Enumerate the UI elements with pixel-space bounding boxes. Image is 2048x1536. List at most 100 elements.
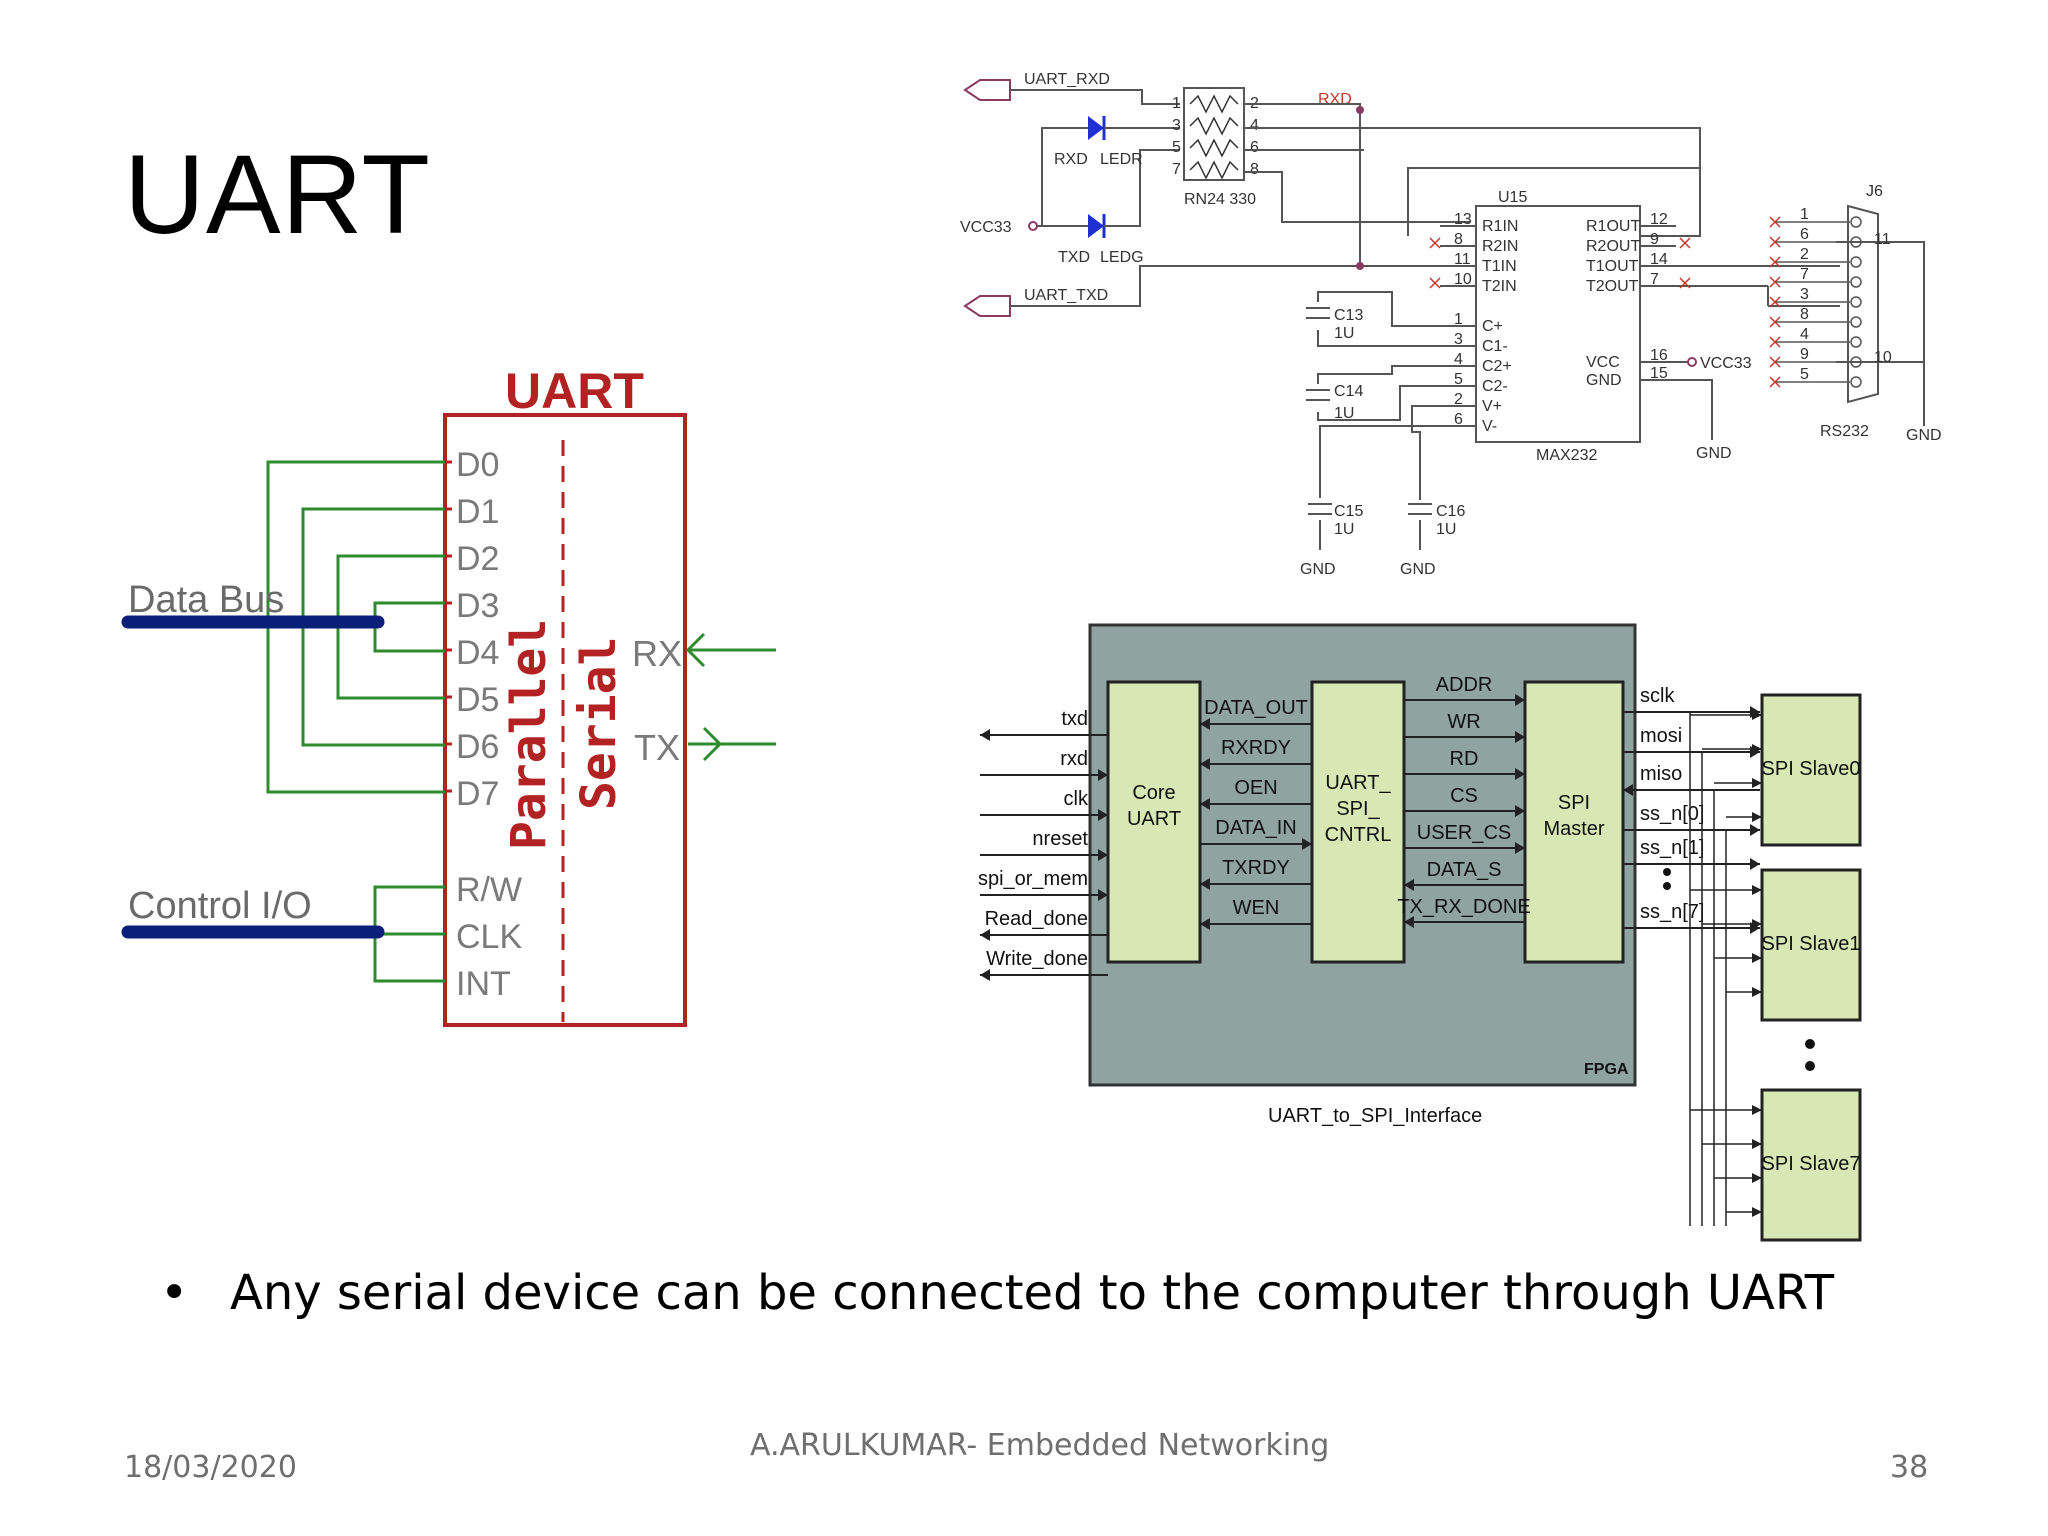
cntrl-master-signal-4: USER_CS xyxy=(1417,822,1511,844)
data-bus-label: Data Bus xyxy=(128,579,284,621)
ic-ref-label: U15 xyxy=(1498,189,1527,206)
conn-pin-num-5: 5 xyxy=(1800,366,1809,383)
uart-ctrl-pin-0: R/W xyxy=(456,871,522,909)
rn-left-pin-3: 3 xyxy=(1172,117,1181,134)
conn-pin-num-7: 7 xyxy=(1800,266,1809,283)
uart-spi-cntrl-block xyxy=(1310,680,1406,964)
c15-ref: C15 xyxy=(1334,503,1363,520)
core-uart-label: Core UART xyxy=(1126,782,1182,830)
ic-right-pin-name-4: VCC xyxy=(1586,354,1620,371)
uart-spi-cntrl-label: UART_ SPI_ CNTRL xyxy=(1324,772,1392,846)
bullet-text: Any serial device can be connected to th… xyxy=(230,1265,1835,1321)
left-signal-2: clk xyxy=(1064,788,1089,810)
ic-right-pin-num-14: 14 xyxy=(1650,251,1668,268)
uart-block-box xyxy=(443,413,687,1027)
spi-slave-label-2: SPI Slave7 xyxy=(1762,1153,1861,1175)
ic-left-pin-num-11: 11 xyxy=(1454,251,1471,268)
led-red-icon xyxy=(1088,116,1104,140)
spi-signal-4: ss_n[1] xyxy=(1640,837,1704,859)
ic-left-pin-num-10: 10 xyxy=(1454,271,1472,288)
rs232-connector xyxy=(1847,204,1879,404)
max232-schematic: UART_RXD UART_TXD VCC33 RXD LEDR TXD LED… xyxy=(960,71,1942,578)
gnd-label-2: GND xyxy=(1400,561,1436,578)
conn-pin-circle-4 xyxy=(1850,336,1862,348)
core-uart-block xyxy=(1106,680,1202,964)
c15-val: 1U xyxy=(1334,521,1354,538)
spi-slave-block-2 xyxy=(1760,1088,1862,1242)
left-signal-4: spi_or_mem xyxy=(978,868,1088,890)
ellipsis-dots xyxy=(1663,868,1815,1071)
uart-rxd-port xyxy=(963,79,1011,101)
spi-signal-0: sclk xyxy=(1640,685,1675,707)
ic-right-pin-num-15: 15 xyxy=(1650,365,1668,382)
uart-pin-d3: D3 xyxy=(456,587,499,625)
uart-pin-d1: D1 xyxy=(456,493,499,531)
conn-pin-circle-7 xyxy=(1850,276,1862,288)
footer-page-number: 38 xyxy=(1890,1450,1929,1485)
uart-pin-d0: D0 xyxy=(456,446,499,484)
ic-right-pin-name-3: T2OUT xyxy=(1586,278,1639,295)
uart-rxd-label: UART_RXD xyxy=(1024,71,1110,88)
ic-right-pin-name-2: T1OUT xyxy=(1586,258,1639,275)
spi-master-block xyxy=(1523,680,1625,964)
left-signal-3: nreset xyxy=(1032,828,1088,850)
conn-pin-circle-5 xyxy=(1850,376,1862,388)
spi-slave-label-0: SPI Slave0 xyxy=(1762,758,1861,780)
core-cntrl-signal-0: DATA_OUT xyxy=(1204,697,1308,719)
led-r-name: LEDR xyxy=(1100,151,1143,168)
spi-signal-5: ss_n[7] xyxy=(1640,901,1704,923)
ic-right-pin-num-9: 9 xyxy=(1650,231,1659,248)
core-cntrl-signal-3: DATA_IN xyxy=(1215,817,1297,839)
left-signal-6: Write_done xyxy=(986,948,1088,970)
led-g-name: LEDG xyxy=(1100,249,1144,266)
spi-slave-block-0 xyxy=(1760,693,1862,847)
conn-side-pin-11: 11 xyxy=(1874,231,1891,248)
ic-left-pin-name-8: V+ xyxy=(1482,398,1502,415)
ic-right-pin-num-7: 7 xyxy=(1650,271,1659,288)
cntrl-master-signal-5: DATA_S xyxy=(1427,859,1502,881)
uart-pin-d2: D2 xyxy=(456,540,499,578)
conn-pin-circle-3 xyxy=(1850,296,1862,308)
rn-right-pin-8: 8 xyxy=(1250,161,1259,178)
core-cntrl-signal-1: RXRDY xyxy=(1221,737,1291,759)
ic-left-pin-num-13: 13 xyxy=(1454,211,1472,228)
resistor-network xyxy=(1183,87,1245,181)
ic-left-pin-name-4: C+ xyxy=(1482,318,1503,335)
vcc33-right-label: VCC33 xyxy=(1700,355,1752,372)
c16-ref: C16 xyxy=(1436,503,1465,520)
cntrl-master-signal-6: TX_RX_DONE xyxy=(1397,896,1530,918)
gnd-label-3: GND xyxy=(1696,445,1732,462)
ic-left-pin-name-6: C2+ xyxy=(1482,358,1512,375)
ic-left-pin-num-5: 5 xyxy=(1454,371,1463,388)
conn-pin-circle-8 xyxy=(1850,316,1862,328)
cntrl-master-signal-2: RD xyxy=(1450,748,1479,770)
ic-right-pin-num-12: 12 xyxy=(1650,211,1668,228)
ic-left-pin-num-6: 6 xyxy=(1454,411,1463,428)
uart-block-title: UART xyxy=(505,363,644,419)
rn-left-pin-7: 7 xyxy=(1172,161,1181,178)
rn-label: RN24 330 xyxy=(1184,191,1256,208)
c13-val: 1U xyxy=(1334,325,1354,342)
conn-pin-num-4: 4 xyxy=(1800,326,1809,343)
ic-right-pin-name-1: R2OUT xyxy=(1586,238,1640,255)
led-r-net: RXD xyxy=(1054,151,1088,168)
ic-left-pin-name-0: R1IN xyxy=(1482,218,1518,235)
gnd-label-1: GND xyxy=(1300,561,1336,578)
rx-arrow xyxy=(685,632,776,668)
ic-left-pin-name-9: V- xyxy=(1482,418,1497,435)
footer-date: 18/03/2020 xyxy=(124,1450,297,1485)
spi-master-label: SPI Master xyxy=(1543,792,1605,840)
conn-side-pin-10: 10 xyxy=(1874,349,1892,366)
conn-pin-num-2: 2 xyxy=(1800,246,1809,263)
tx-arrow xyxy=(688,726,776,762)
rn-left-pin-5: 5 xyxy=(1172,139,1181,156)
conn-pin-num-8: 8 xyxy=(1800,306,1809,323)
